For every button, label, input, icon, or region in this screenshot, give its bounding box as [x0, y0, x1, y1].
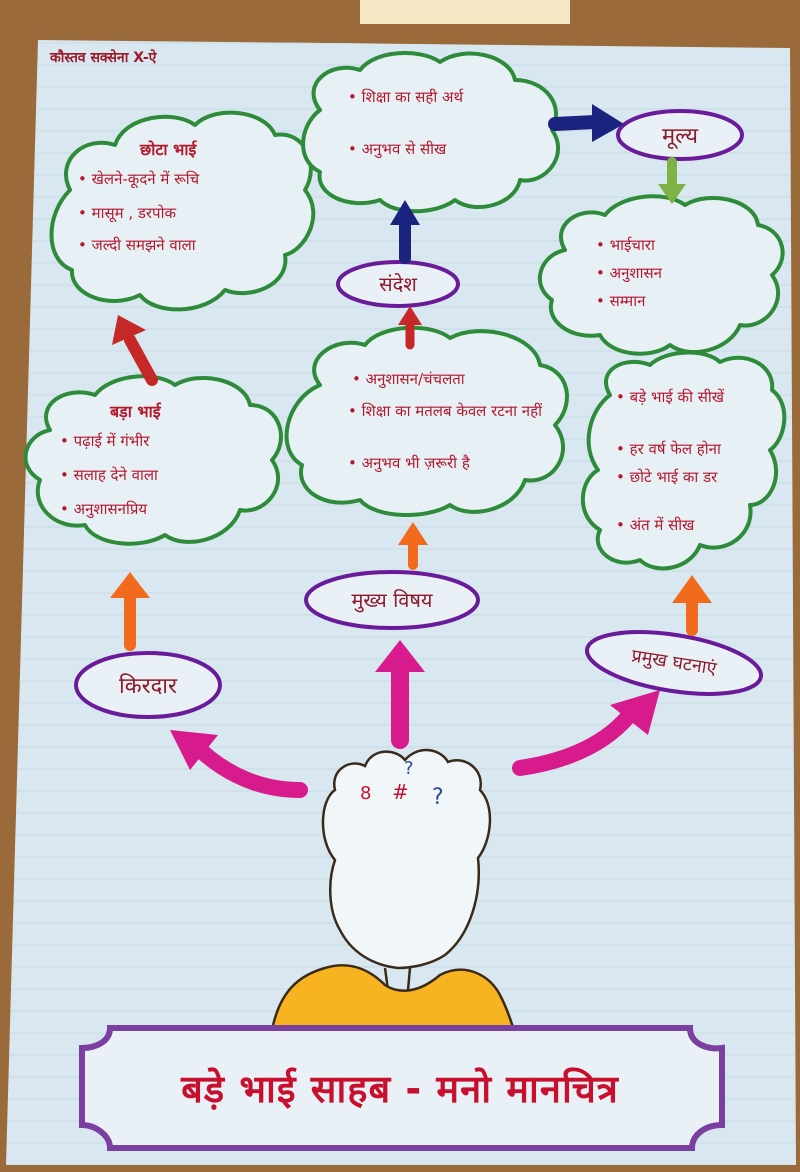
cloud-mukhya-vishay [284, 325, 569, 518]
chhota-bhai-item: • मासूम , डरपोक [78, 204, 176, 222]
label-mukhya-vishay: मुख्य विषय [351, 588, 433, 612]
cloud-mulya [537, 194, 785, 356]
mulya-item: • सम्मान [596, 292, 646, 310]
bada-bhai-item: • अनुशासनप्रिय [60, 500, 148, 518]
arrowhead-vishay-cloud [398, 522, 428, 545]
doodle-hash: # [392, 780, 409, 804]
doodle-question-1: ? [404, 758, 414, 779]
arrowhead-sandesh-cloud [390, 200, 420, 225]
chhota-bhai-item: • जल्दी समझने वाला [78, 236, 196, 254]
arrowhead-sandesh [398, 306, 422, 325]
arrow-sandesh-to-mulya [548, 115, 602, 131]
doodle-eight: 8 [360, 783, 372, 804]
ghatna-item: • हर वर्ष फेल होना [616, 440, 721, 458]
sticky-note [360, 0, 570, 24]
label-sandesh: संदेश [379, 272, 417, 296]
poster-title: बड़े भाई साहब - मनो मानचित्र [181, 1067, 619, 1111]
author-label: कौस्तव सक्सेना X-ऐ [50, 50, 157, 66]
ghatna-item: • अंत में सीख [616, 516, 695, 534]
arrowhead-mukhya-vishay [375, 640, 425, 672]
pill-mukhya-vishay [304, 570, 480, 630]
chhota-bhai-heading: छोटा भाई [140, 140, 197, 159]
title-frame [79, 1025, 725, 1151]
doodle-question-2: ? [432, 785, 444, 810]
arrowhead-chhota [112, 315, 146, 345]
cloud-bada-bhai [23, 374, 283, 546]
arrow-head-to-ghatnayein [512, 704, 640, 776]
arrowhead-kirdar [170, 730, 218, 770]
bada-bhai-item: • पढ़ाई में गंभीर [60, 432, 150, 450]
ghatna-item: • बड़े भाई की सीखें [616, 388, 725, 406]
cloud-ghatnayein [580, 350, 787, 571]
vishay-item: • अनुभव भी ज़रूरी है [348, 454, 470, 472]
ghatna-item: • छोटे भाई का डर [616, 468, 718, 486]
bada-bhai-heading: बड़ा भाई [110, 402, 161, 421]
chhota-bhai-item: • खेलने-कूदने में रूचि [78, 170, 200, 188]
arrowhead-mulya [592, 104, 624, 142]
arrow-bada-to-chhota [124, 334, 158, 386]
arrowhead-ghatnayein [610, 690, 660, 735]
cloud-sandesh [301, 51, 560, 214]
mulya-item: • अनुशासन [596, 264, 662, 282]
pill-mulya [616, 109, 744, 161]
pill-kirdar [74, 651, 222, 719]
vishay-item: • अनुशासन/चंचलता [352, 370, 465, 388]
arrowhead-bada-bhai [110, 572, 150, 598]
student-head [321, 748, 492, 970]
label-mulya: मूल्य [662, 124, 698, 149]
shirt [270, 964, 516, 1032]
arrowhead-ghatnayein-cloud [672, 575, 712, 603]
pill-pramukh-ghatnayein [584, 630, 764, 696]
sandesh-item: • शिक्षा का सही अर्थ [348, 88, 464, 106]
arrowhead-mulya-cloud [658, 184, 686, 204]
pill-sandesh [336, 260, 460, 308]
label-kirdar: किरदार [119, 674, 177, 699]
sandesh-item: • अनुभव से सीख [348, 140, 447, 158]
cloud-chhota-bhai [49, 110, 316, 312]
mulya-item: • भाईचारा [596, 236, 655, 254]
vishay-item: • शिक्षा का मतलब केवल रटना नहीं [348, 402, 542, 420]
bada-bhai-item: • सलाह देने वाला [60, 466, 158, 484]
